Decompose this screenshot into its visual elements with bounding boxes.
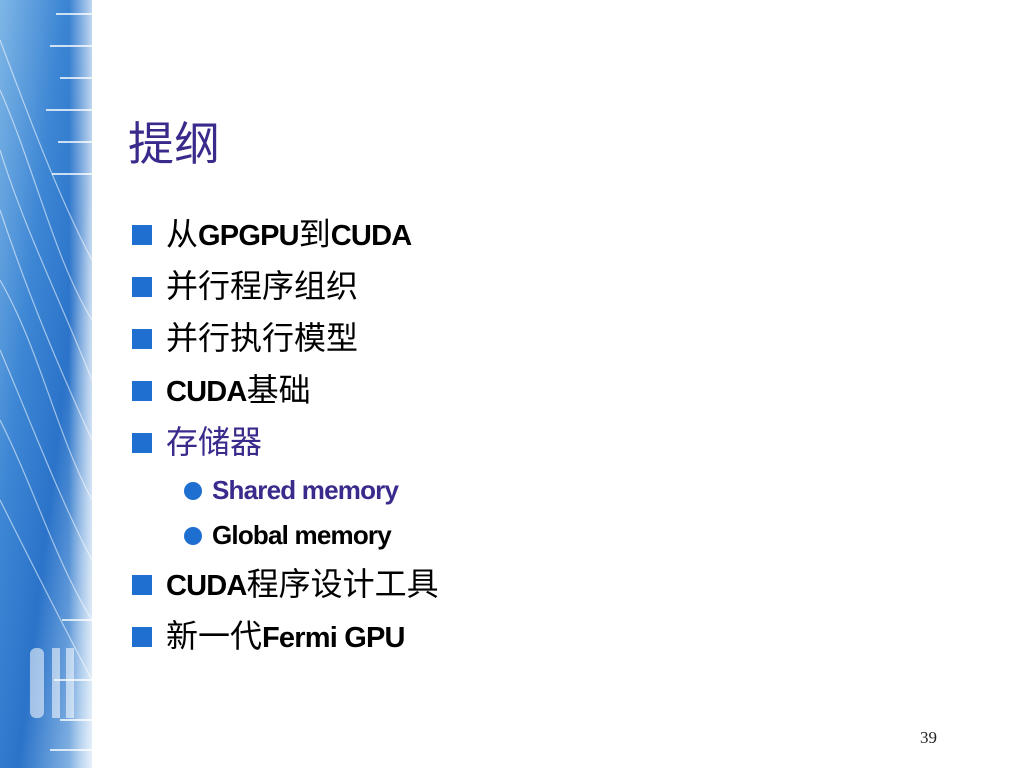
square-bullet-icon [132,277,152,297]
list-item: 新一代Fermi GPU [132,610,992,662]
square-bullet-icon [132,329,152,349]
decorative-side-image [0,0,92,768]
list-item-current: 存储器 [132,416,992,468]
list-item-text: 从GPGPU到CUDA [166,215,412,253]
list-item-text: 并行程序组织 [166,267,359,305]
square-bullet-icon [132,627,152,647]
round-bullet-icon [184,527,202,545]
list-item-text: CUDA基础 [166,371,311,409]
list-item-text: 存储器 [166,423,263,461]
square-bullet-icon [132,225,152,245]
list-item-text: 并行执行模型 [166,319,359,357]
list-item-text: 新一代Fermi GPU [166,617,405,655]
sub-list-item-text: Global memory [212,520,392,550]
square-bullet-icon [132,575,152,595]
sub-list-item: Global memory [132,513,992,558]
sub-list-item-text: Shared memory [212,475,399,505]
list-item-text: CUDA程序设计工具 [166,565,439,603]
square-bullet-icon [132,433,152,453]
round-bullet-icon [184,482,202,500]
list-item: 从GPGPU到CUDA [132,208,992,260]
outline-list: 从GPGPU到CUDA 并行程序组织 并行执行模型 CUDA基础 存储器 Sha… [132,208,992,662]
sub-list-item-current: Shared memory [132,468,992,513]
list-item: CUDA程序设计工具 [132,558,992,610]
page-number: 39 [920,728,937,747]
list-item: 并行执行模型 [132,312,992,364]
list-item: CUDA基础 [132,364,992,416]
list-item: 并行程序组织 [132,260,992,312]
square-bullet-icon [132,381,152,401]
slide-title: 提纲 [128,117,220,171]
